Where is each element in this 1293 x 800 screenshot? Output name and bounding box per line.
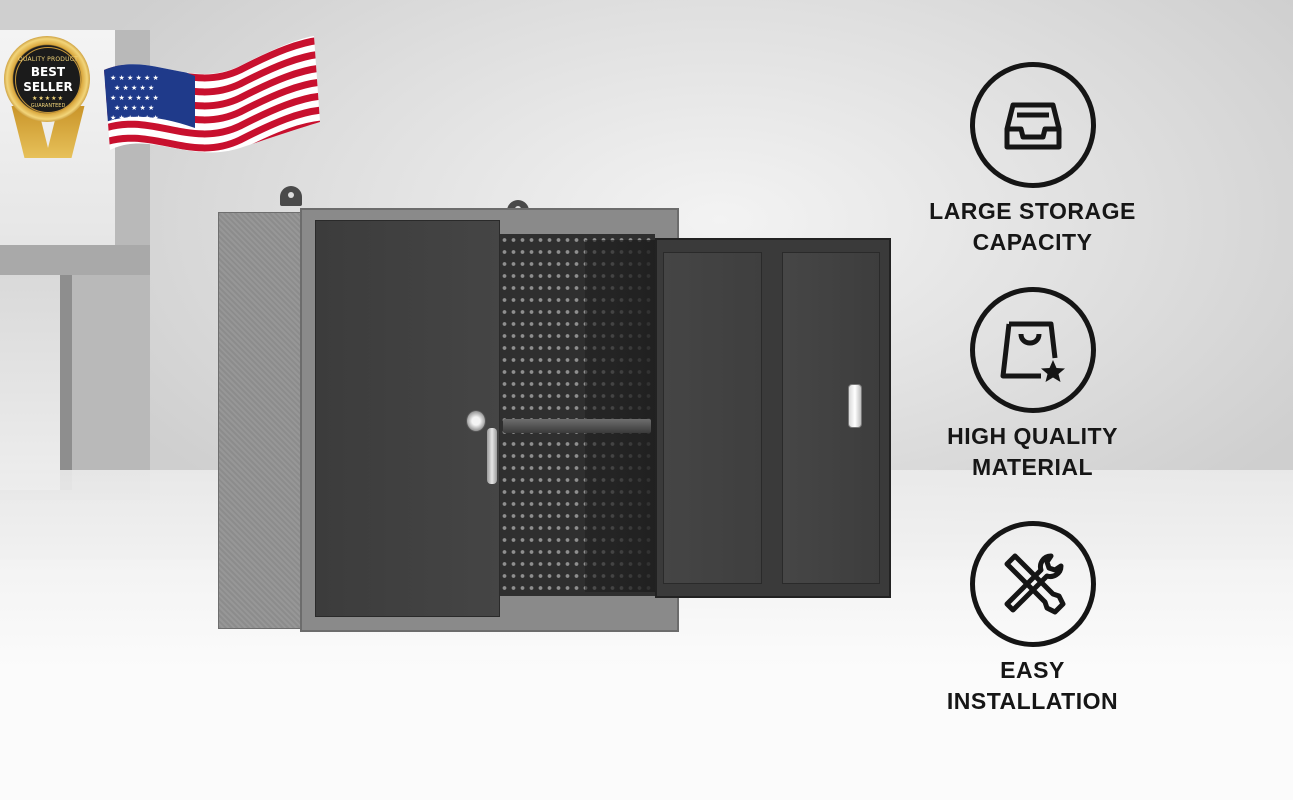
feature-label-line1: HIGH QUALITY: [947, 423, 1118, 449]
best-seller-badge: QUALITY PRODUCT BEST SELLER ★★★★★ GUARAN…: [4, 36, 92, 164]
us-flag-icon: ★ ★ ★ ★ ★ ★ ★ ★ ★ ★ ★ ★ ★ ★ ★ ★ ★ ★ ★ ★ …: [100, 36, 322, 162]
feature-icon-circle: [969, 287, 1096, 413]
door-inner-panel: [663, 252, 762, 584]
badge-inner: QUALITY PRODUCT BEST SELLER ★★★★★ GUARAN…: [15, 47, 81, 113]
feature-label-line2: MATERIAL: [971, 454, 1094, 480]
feature-label: LARGE STORAGE CAPACITY: [920, 196, 1145, 258]
cabinet-shelf: [503, 419, 651, 433]
wrench-screwdriver-icon: [1004, 553, 1065, 615]
svg-text:★ ★ ★ ★ ★ ★: ★ ★ ★ ★ ★ ★: [110, 114, 159, 122]
feature-label-line1: LARGE STORAGE: [929, 198, 1136, 224]
badge-stars: ★★★★★: [32, 95, 64, 102]
feature-label-line2: CAPACITY: [972, 229, 1093, 255]
badge-main-line1: BEST: [30, 65, 66, 79]
door-handle: [848, 384, 862, 428]
inbox-tray-icon: [1004, 102, 1061, 150]
badge-bottom-text: GUARANTEED: [30, 103, 66, 109]
feature-high-quality: HIGH QUALITY MATERIAL: [920, 287, 1145, 483]
feature-icon-circle: [969, 62, 1096, 188]
window-frame: [0, 245, 150, 275]
feature-label-line2: INSTALLATION: [946, 688, 1119, 714]
cabinet-side-panel: [218, 212, 310, 629]
feature-label-line1: EASY: [1000, 657, 1065, 683]
mount-bracket: [280, 186, 302, 206]
key-icon: [487, 428, 497, 484]
svg-text:★ ★ ★ ★ ★: ★ ★ ★ ★ ★: [114, 84, 154, 92]
badge-top-text: QUALITY PRODUCT: [18, 56, 78, 63]
window-pane: [0, 275, 72, 490]
shopping-bag-star-icon: [1000, 321, 1065, 382]
badge-seal: QUALITY PRODUCT BEST SELLER ★★★★★ GUARAN…: [4, 36, 90, 122]
svg-text:★ ★ ★ ★ ★ ★: ★ ★ ★ ★ ★ ★: [110, 74, 159, 82]
feature-large-storage: LARGE STORAGE CAPACITY: [920, 62, 1145, 258]
door-inner-panel: [782, 252, 880, 584]
svg-text:★ ★ ★ ★ ★ ★: ★ ★ ★ ★ ★ ★: [110, 94, 159, 102]
pegboard-shadow: [585, 240, 655, 592]
feature-label: EASY INSTALLATION: [920, 655, 1145, 717]
svg-text:★ ★ ★ ★ ★: ★ ★ ★ ★ ★: [114, 104, 154, 112]
feature-label: HIGH QUALITY MATERIAL: [920, 421, 1145, 483]
feature-icon-circle: [969, 521, 1096, 647]
badge-main-line2: SELLER: [23, 80, 73, 94]
feature-easy-installation: EASY INSTALLATION: [920, 521, 1145, 717]
lock-icon: [466, 410, 486, 432]
